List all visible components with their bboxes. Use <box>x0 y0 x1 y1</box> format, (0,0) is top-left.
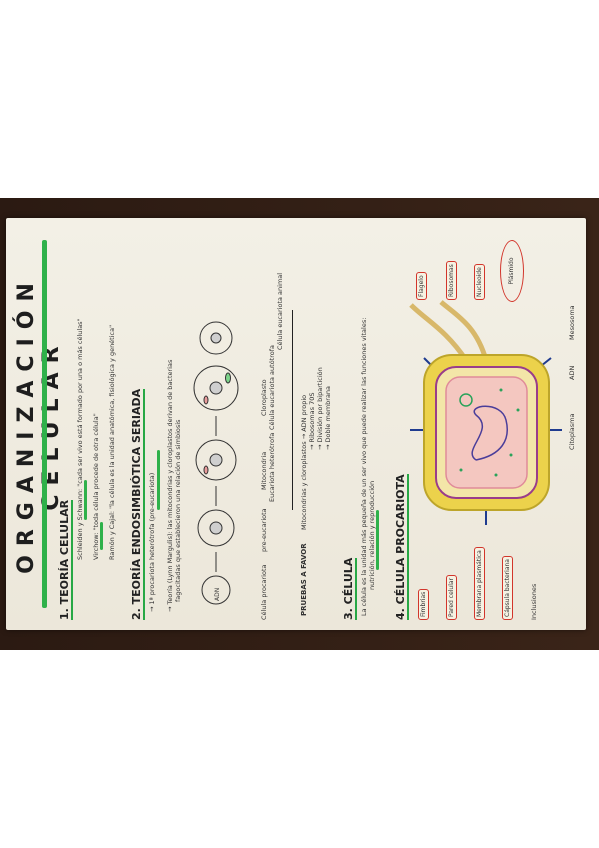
label-nucleoide: Nucleoide <box>474 264 485 300</box>
page-title: ORGANIZACIÓN CELULAR <box>14 274 64 574</box>
label-pared: Pared celular <box>446 574 457 620</box>
evidence-2: → Ribosomas 70S <box>308 392 316 450</box>
s1-line-1: Schleiden y Schwann: "cada ser vivo está… <box>76 318 84 560</box>
highlight-mark <box>84 480 87 520</box>
evidence-4: → Doble membrana <box>324 385 332 450</box>
svg-text:ADN: ADN <box>214 588 221 601</box>
photo-background: ORGANIZACIÓN CELULAR 1. TEORÍA CELULAR S… <box>0 198 599 650</box>
highlight-mark <box>376 510 379 570</box>
label-eucariota-animal: Célula eucariota animal <box>276 272 284 350</box>
label-capsula: Cápsula bacteriana <box>502 556 513 620</box>
label-adn: ADN <box>568 365 576 380</box>
title-underline <box>42 240 47 608</box>
label-citoplasma: Citoplasma <box>568 413 576 451</box>
s2-line-2: → Teoría (Lynn Margulis): las mitocondri… <box>166 359 174 612</box>
label-cloroplasto: Cloroplasto <box>260 379 268 416</box>
evidence-title: PRUEBAS A FAVOR <box>300 543 308 616</box>
notebook-page: ORGANIZACIÓN CELULAR 1. TEORÍA CELULAR S… <box>6 218 586 630</box>
section-2-heading: 2. TEORÍA ENDOSIMBIÓTICA SERIADA <box>130 388 145 620</box>
label-membrana: Membrana plasmática <box>474 547 485 620</box>
evidence-3: → División por bipartición <box>316 367 324 450</box>
s3-line-1: La célula es la unidad más pequeña de un… <box>360 317 368 616</box>
label-procariota: Célula procariota <box>260 564 268 621</box>
label-fimbrias: Fimbrias <box>418 588 429 620</box>
prokaryote-diagram <box>409 300 562 525</box>
label-mesosoma: Mesosoma <box>568 305 576 340</box>
s2-line-3: fagocitadas que establecieron una relaci… <box>174 419 182 602</box>
section-3-heading: 3. CÉLULA <box>342 557 357 620</box>
evidence-1: Mitocondrias y cloroplastos → ADN propio <box>300 394 308 530</box>
bracket-line <box>292 310 293 510</box>
s2-line-1: → 1ª procariota heterótrofa (pre-eucario… <box>148 472 156 612</box>
section-1-heading: 1. TEORÍA CELULAR <box>58 499 73 620</box>
highlight-mark <box>157 450 160 510</box>
notes-sheet: ORGANIZACIÓN CELULAR 1. TEORÍA CELULAR S… <box>6 218 586 630</box>
label-flagelo: Flagelo <box>416 272 427 300</box>
label-eucariota-autotrofa: Célula eucariota autótrofa <box>268 344 276 430</box>
label-eucariota-heterotrofa: Eucariota heterótrofa <box>268 432 276 502</box>
s1-line-3: Ramón y Cajal: "la célula es la unidad a… <box>108 324 116 560</box>
highlight-mark <box>100 522 103 550</box>
label-pre-eucariota: pre-eucariota <box>260 508 268 552</box>
s1-line-2: Virchow: "toda célula procede de otra cé… <box>92 413 100 560</box>
endosymbiosis-diagram: ADN <box>193 321 239 605</box>
label-inclusiones: Inclusiones <box>530 583 538 620</box>
s3-line-2: nutrición, relación y reproducción <box>368 480 376 590</box>
label-plasmido: Plásmido <box>500 240 524 302</box>
label-mitocondria: Mitocondria <box>260 451 268 490</box>
label-ribosomas: Ribosomas <box>446 261 457 300</box>
